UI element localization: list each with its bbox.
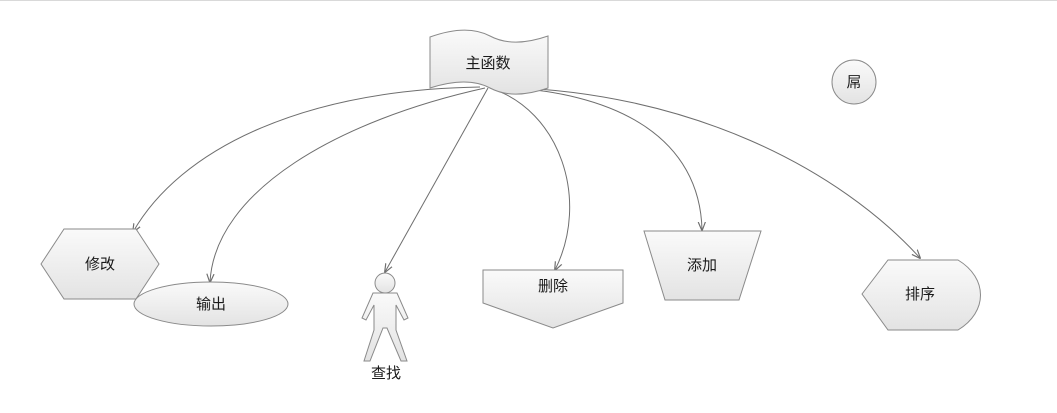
node-add[interactable]: 添加 bbox=[643, 230, 762, 301]
edge-main-to-search[interactable] bbox=[385, 87, 489, 272]
edge-main-to-delete[interactable] bbox=[489, 87, 571, 270]
edge-main-to-sort[interactable] bbox=[494, 86, 920, 258]
node-main-function-label: 主函数 bbox=[465, 54, 510, 72]
edge-main-to-modify[interactable] bbox=[133, 86, 481, 232]
top-border bbox=[0, 0, 1057, 1]
edge-main-to-add[interactable] bbox=[491, 86, 702, 230]
node-search[interactable]: 查找 bbox=[361, 272, 409, 382]
node-modify[interactable]: 修改 bbox=[40, 228, 160, 300]
actor-icon bbox=[361, 272, 409, 362]
node-delete[interactable]: 删除 bbox=[482, 269, 624, 329]
node-corner-circle-label: 屌 bbox=[846, 73, 861, 91]
node-sort[interactable]: 排序 bbox=[861, 259, 981, 331]
node-corner-circle[interactable]: 屌 bbox=[831, 59, 877, 105]
node-add-label: 添加 bbox=[687, 256, 717, 274]
node-delete-label: 删除 bbox=[538, 277, 568, 295]
node-output-label: 输出 bbox=[196, 295, 226, 313]
node-search-label: 查找 bbox=[371, 364, 401, 382]
edges bbox=[133, 86, 920, 282]
node-modify-label: 修改 bbox=[85, 255, 115, 273]
edge-main-to-output[interactable] bbox=[210, 87, 486, 282]
node-output[interactable]: 输出 bbox=[133, 281, 289, 327]
node-sort-label: 排序 bbox=[905, 285, 935, 303]
node-main-function[interactable]: 主函数 bbox=[429, 29, 549, 95]
